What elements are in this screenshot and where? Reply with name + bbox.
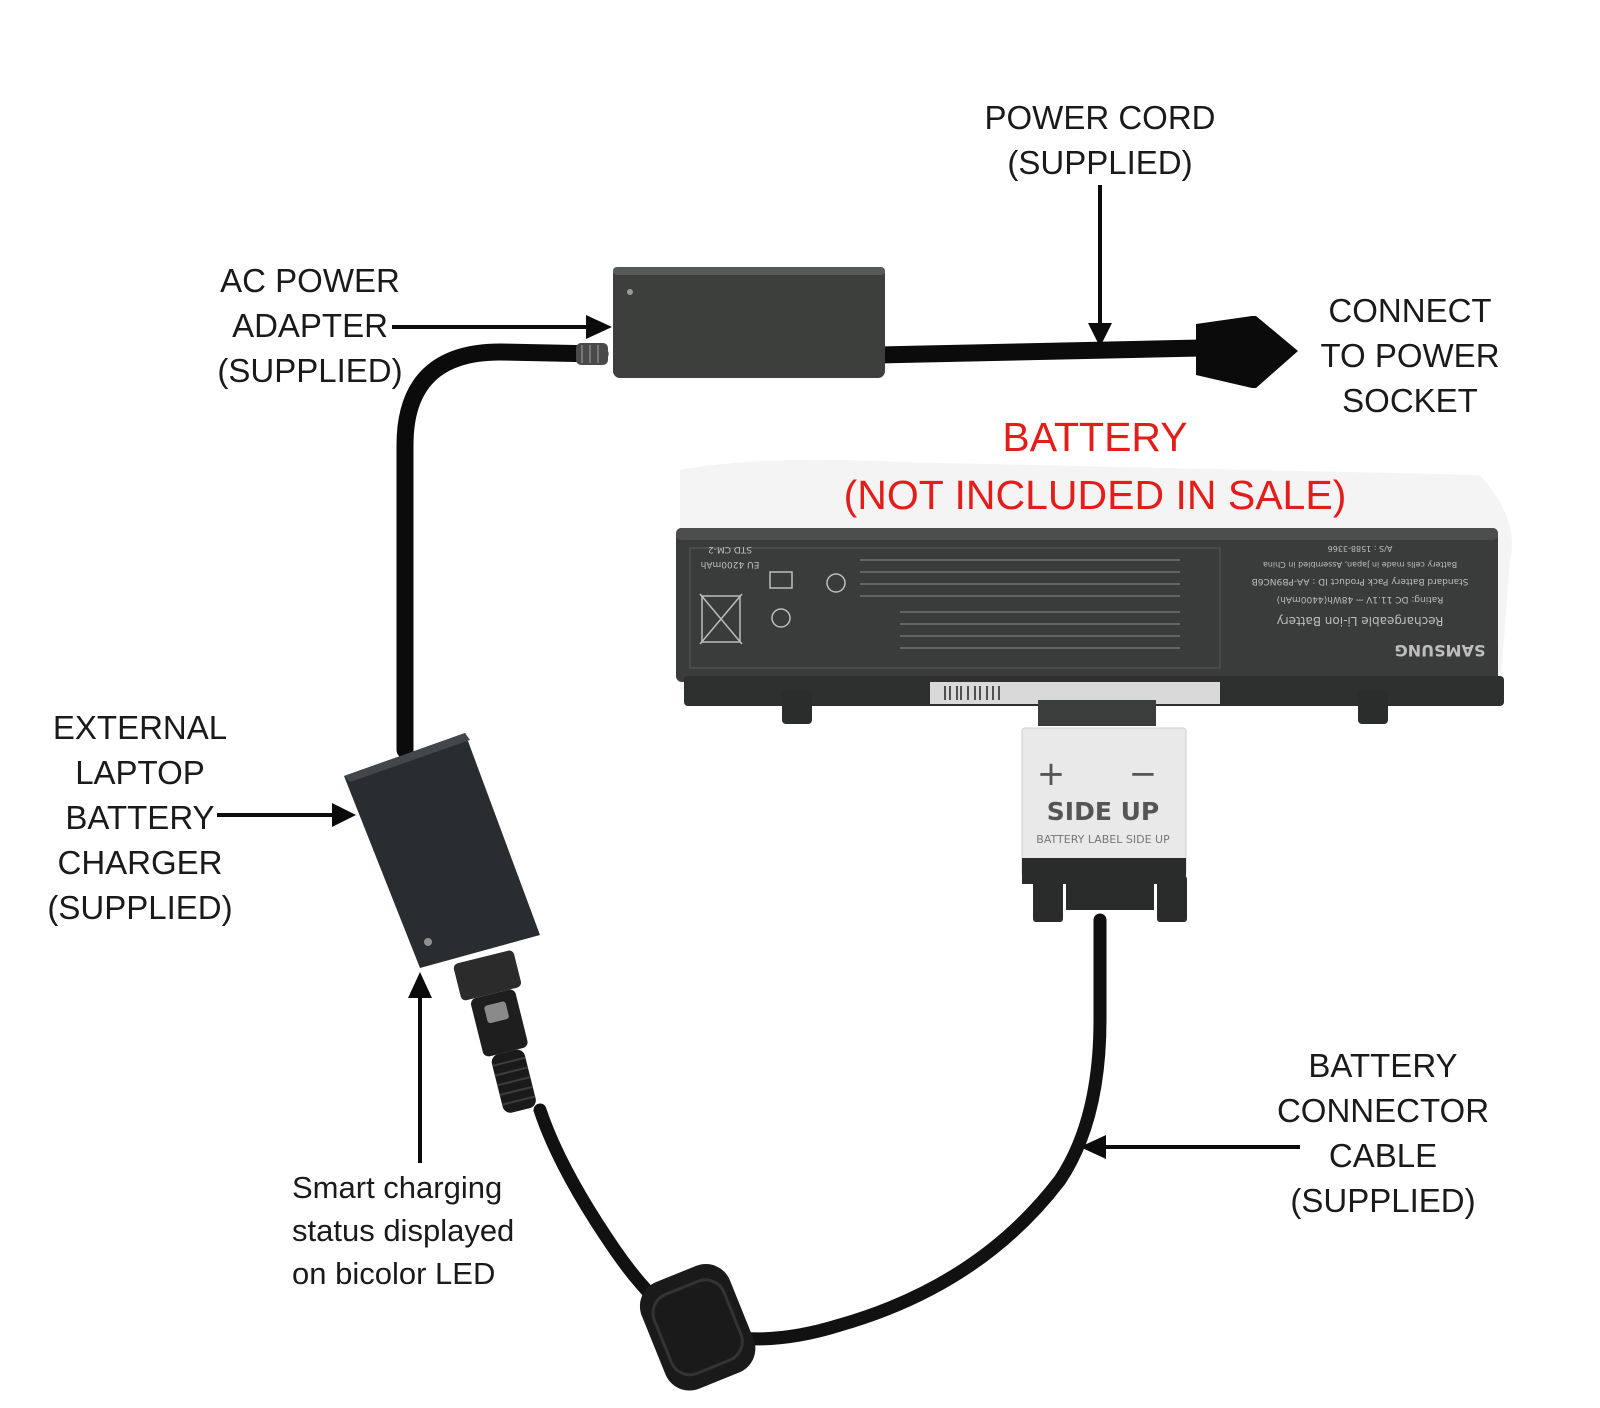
battery-std: STD CM-2 bbox=[708, 544, 752, 554]
power-cord-label: POWER CORD (SUPPLIED) bbox=[984, 99, 1216, 181]
connector-sub-label: BATTERY LABEL SIDE UP bbox=[1036, 833, 1170, 846]
connector-cable-label: BATTERY CONNECTOR CABLE (SUPPLIED) bbox=[1276, 1047, 1490, 1219]
connector-plus: + bbox=[1037, 754, 1066, 794]
ac-adapter-label: AC POWER ADAPTER (SUPPLIED) bbox=[217, 262, 403, 389]
power-cord-line bbox=[879, 339, 1201, 364]
power-socket-arrowhead bbox=[1196, 316, 1298, 388]
ac-adapter-body bbox=[613, 267, 885, 378]
ferrite-core bbox=[639, 1264, 756, 1391]
bicolor-led bbox=[424, 938, 432, 946]
battery-brand: SAMSUNG bbox=[1395, 641, 1486, 660]
battery-title: BATTERY (NOT INCLUDED IN SALE) bbox=[843, 414, 1347, 518]
battery-print-line5: A/S : 1588-3366 bbox=[1328, 544, 1393, 553]
battery-capacity: EU 4200mAh bbox=[701, 559, 760, 569]
battery-connector-plug bbox=[1021, 700, 1187, 922]
adapter-strain-relief bbox=[576, 343, 608, 365]
battery-print-line2: Rating: DC 11.1V ⎓ 48Wh(4400mAh) bbox=[1277, 594, 1444, 604]
laptop-battery: SAMSUNG Rechargeable Li-ion Battery Rati… bbox=[676, 528, 1504, 724]
led-note-label: Smart charging status displayed on bicol… bbox=[292, 1170, 515, 1291]
adapter-to-charger-cable bbox=[396, 343, 609, 759]
charger-plug-boot bbox=[453, 950, 536, 1113]
battery-print-line4: Battery cells made in Japan, Assembled i… bbox=[1263, 560, 1457, 569]
battery-print-line1: Rechargeable Li-ion Battery bbox=[1277, 614, 1444, 628]
connector-side-up: SIDE UP bbox=[1047, 797, 1159, 826]
external-charger-label: EXTERNAL LAPTOP BATTERY CHARGER (SUPPLIE… bbox=[47, 709, 233, 926]
charger-to-battery-cable bbox=[533, 913, 1107, 1346]
connect-socket-label: CONNECT TO POWER SOCKET bbox=[1320, 292, 1500, 419]
battery-print-line3: Standard Battery Pack Product ID : AA-PB… bbox=[1252, 576, 1469, 586]
external-charger bbox=[344, 733, 540, 968]
connector-minus: − bbox=[1129, 754, 1158, 794]
